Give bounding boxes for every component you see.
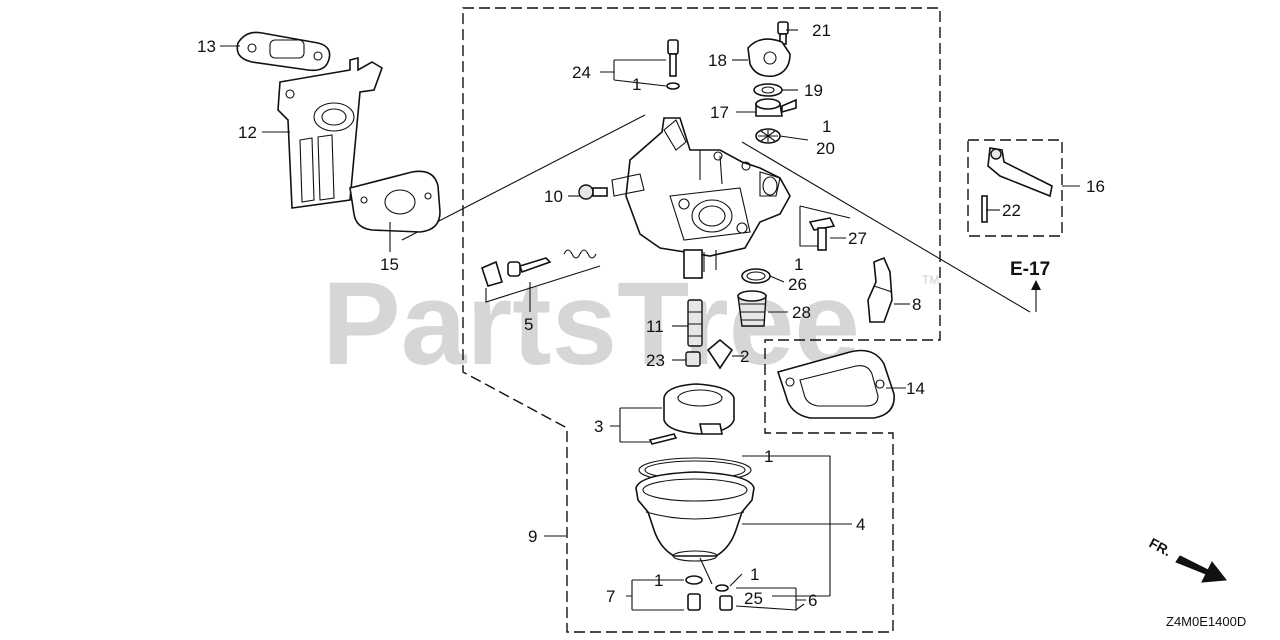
callout-8: 8 [912, 295, 921, 314]
part-24-screw [666, 39, 680, 90]
part-10-screw [578, 184, 608, 200]
part-14-gasket [776, 349, 895, 419]
part-26-o-ring [741, 268, 771, 284]
callout-23: 23 [646, 351, 665, 370]
part-20-gear [755, 128, 781, 144]
callout-20: 20 [816, 139, 835, 158]
callout-3: 3 [594, 417, 603, 436]
part-12-insulator [277, 56, 383, 209]
callout-6: 6 [808, 591, 817, 610]
callout-13: 13 [197, 37, 216, 56]
callout-18: 18 [708, 51, 727, 70]
part-16-choke-lever [981, 147, 1053, 223]
part-18-cover [747, 38, 791, 78]
callout-9: 9 [528, 527, 537, 546]
callout-1b: 1 [822, 117, 831, 136]
part-15-gasket [349, 170, 441, 233]
callout-1f: 1 [750, 565, 759, 584]
callout-21: 21 [812, 21, 831, 40]
front-direction-arrow: FR. [1147, 535, 1227, 583]
callout-7: 7 [606, 587, 615, 606]
callout-4: 4 [856, 515, 865, 534]
callout-19: 19 [804, 81, 823, 100]
callout-10: 10 [544, 187, 563, 206]
part-5-pilot-screw-set [481, 249, 601, 312]
part-23-main-jet [685, 351, 701, 367]
part-7-drain-bolt [685, 575, 703, 611]
callout-15: 15 [380, 255, 399, 274]
callout-1c: 1 [794, 255, 803, 274]
watermark: PartsTree [322, 258, 860, 390]
part-21-screw [777, 21, 789, 45]
callout-14: 14 [906, 379, 925, 398]
callout-25: 25 [744, 589, 763, 608]
callout-11: 11 [646, 317, 664, 336]
part-11-needle-jet [687, 299, 703, 347]
reference-label: E-17 [1010, 259, 1050, 280]
callout-1d: 1 [764, 447, 773, 466]
part-19-seal [753, 83, 783, 97]
part-8-lever [867, 256, 893, 323]
callout-1a: 1 [632, 75, 641, 94]
part-2-float-valve [706, 338, 734, 370]
part-13-gasket [236, 31, 331, 72]
diagram-code: Z4M0E1400D [1166, 614, 1246, 629]
watermark-tm: TM [922, 273, 939, 287]
callout-2: 2 [740, 347, 749, 366]
callout-27: 27 [848, 229, 867, 248]
callout-24: 24 [572, 63, 591, 82]
part-17-valve [755, 98, 797, 117]
carburetor-assembly-boundary [462, 7, 941, 633]
callout-16: 16 [1086, 177, 1105, 196]
callout-28: 28 [792, 303, 811, 322]
carburetor-body [611, 117, 791, 279]
part-28-drain-screw [737, 290, 767, 327]
callout-17: 17 [710, 103, 729, 122]
part-3-float [648, 383, 735, 445]
part-4-float-chamber [635, 457, 755, 562]
callout-12: 12 [238, 123, 257, 142]
callout-22: 22 [1002, 201, 1021, 220]
part-27-valve [808, 217, 836, 251]
part-25-screw [715, 584, 733, 611]
callout-1e: 1 [654, 571, 663, 590]
callout-5: 5 [524, 315, 533, 334]
callout-26: 26 [788, 275, 807, 294]
direction-label: FR. [1147, 535, 1174, 560]
